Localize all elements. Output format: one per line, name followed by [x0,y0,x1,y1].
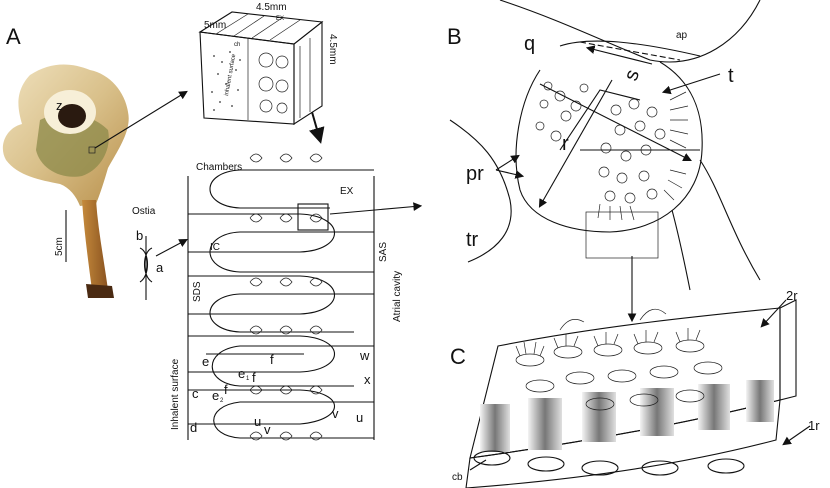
label-cb: cb [452,472,463,483]
chamber-cross-section [449,0,761,291]
arrow-ostia [155,238,188,257]
label-inhalent-surface: Inhalent surface [170,358,181,430]
letter-a: a [156,260,164,275]
label-pr: pr [466,163,484,185]
cavity-label-z: z [56,98,63,113]
label-s: s [620,67,644,84]
leader-cb [469,459,487,471]
letter-f: f [270,352,274,367]
arrow-s [585,45,653,65]
arrow-1r [782,425,811,446]
letter-v1: v [264,422,271,437]
letter-d: d [190,420,197,435]
label-ex: EX [340,186,354,197]
label-tr: tr [466,229,479,251]
letter-e: e [202,354,209,369]
section-diagram [139,153,375,441]
letter-u1: u [254,414,261,429]
label-q: q [524,33,535,55]
label-2r: 2r [786,288,798,303]
arrow-pr-2 [495,169,525,179]
label-atrial-cavity: Atrial cavity [392,271,403,322]
label-ostia: Ostia [132,206,156,217]
panel-label-c: C [450,344,466,369]
arrow-2r [760,299,787,328]
cube-dim-top: 4.5mm [256,2,287,13]
label-r: r [562,133,569,155]
arrow-section-to-b [329,202,423,215]
cube-dim-side: 4.5mm [327,34,338,65]
sponge-photo [2,64,129,298]
label-chambers: Chambers [196,162,242,173]
letter-x: x [364,372,371,387]
label-sds: SDS [192,281,203,302]
label-ic: IC [210,242,220,253]
arrow-t [661,73,721,95]
letter-w: w [359,348,370,363]
arrow-pr-1 [495,154,520,171]
panel-label-b: B [447,24,462,49]
arrow-r [538,79,613,208]
arrow-q [539,83,692,161]
letter-e2: e [212,388,219,403]
canal-slab [465,299,797,488]
letter-b: b [136,228,143,243]
label-t: t [728,65,734,87]
label-sas: SAS [378,242,389,262]
panel-label-a: A [6,24,21,49]
sub-e1: 1 [246,376,250,382]
letter-f2: f [224,382,228,397]
arrow-cube-to-section [309,111,325,144]
letter-c: c [192,386,199,401]
cube-face-label: inhalent surface [224,53,237,96]
letter-e1: e [238,366,245,381]
sub-e2: 2 [220,398,224,404]
tissue-cube [198,11,324,126]
sample-box [88,146,96,154]
arrow-photo-to-cube [94,90,188,149]
label-ap: ap [676,30,688,41]
cube-top-label-ch: ch [234,42,240,48]
cube-dim-left: 5mm [204,20,226,31]
scale-bar-label: 5cm [54,237,65,256]
letter-u: u [356,410,363,425]
letter-v: v [332,406,339,421]
label-1r: 1r [808,418,820,433]
letter-f1: f [252,370,256,385]
cube-top-label-ex: EX [276,16,284,22]
